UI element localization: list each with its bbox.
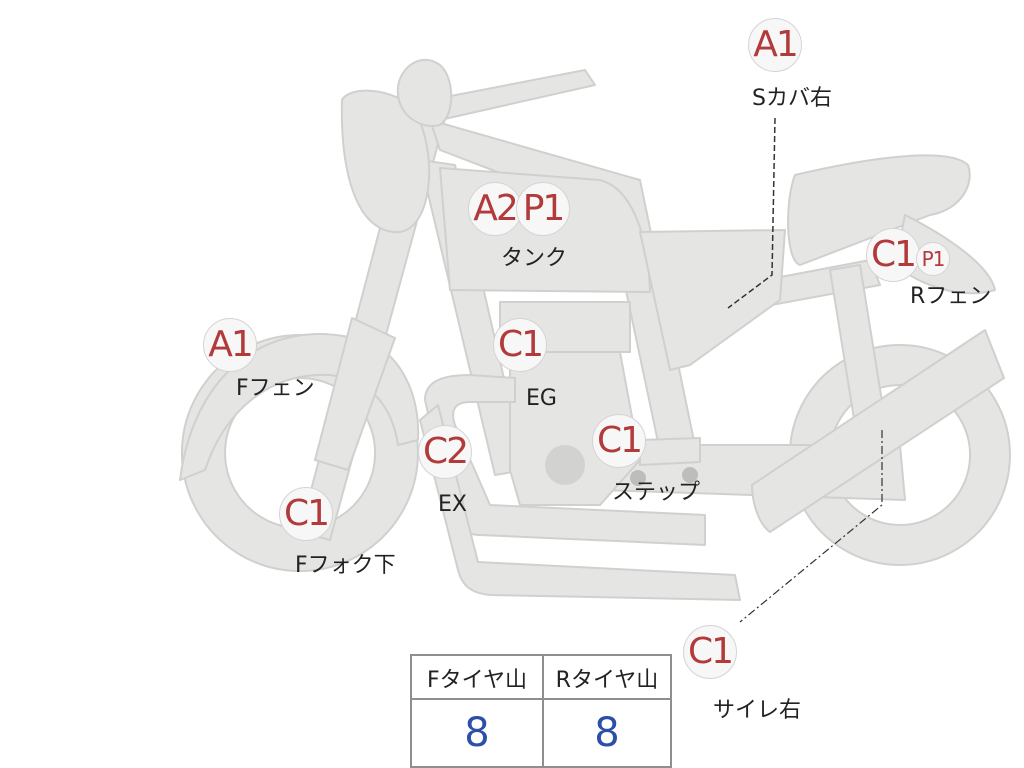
handlebar [429, 69, 596, 121]
engine-block [509, 351, 641, 506]
marker-step: C1 [592, 414, 646, 468]
footpeg [630, 470, 646, 486]
seat [787, 154, 971, 266]
marker-engine: C1 [493, 318, 547, 372]
table-header-row [412, 656, 670, 700]
engine-cover-circle [545, 445, 585, 485]
table-divider [542, 656, 544, 766]
label-silencer: サイレ右 [713, 698, 802, 723]
fork-cover [314, 317, 396, 471]
marker-fork-lower: C1 [279, 487, 333, 541]
side-cover-panel [639, 229, 786, 371]
label-side-cover: Sカバ右 [752, 86, 832, 111]
headlight [340, 89, 431, 234]
label-front-fender: Fフェン [236, 376, 315, 401]
marker-exhaust: C2 [418, 425, 472, 479]
rear-tire-value: 8 [594, 710, 620, 756]
silencer-leader [739, 430, 883, 623]
label-engine: EG [526, 386, 557, 411]
footpeg-right [682, 467, 698, 483]
front-tire-header: Fタイヤ山 [427, 668, 527, 693]
front-tire-value: 8 [464, 710, 490, 756]
marker-rear-fender-c1: C1 [866, 228, 920, 282]
rear-tire-header: Rタイヤ山 [555, 668, 659, 693]
step-bracket [639, 437, 701, 466]
label-rear-fender: Rフェン [910, 284, 992, 309]
marker-rear-fender-p1: P1 [916, 242, 950, 276]
label-step: ステップ [612, 480, 701, 505]
label-exhaust: EX [438, 492, 467, 517]
label-fork-lower: Fフォク下 [295, 553, 396, 578]
marker-side-cover: A1 [748, 18, 802, 72]
tire-tread-table: Fタイヤ山 Rタイヤ山 8 8 [410, 654, 672, 768]
marker-silencer: C1 [683, 625, 737, 679]
label-tank: タンク [501, 246, 568, 271]
exhaust-pipe-lower [419, 404, 741, 601]
marker-tank-a2: A2 [468, 182, 522, 236]
side-cover-leader [727, 117, 776, 309]
meter [396, 58, 453, 127]
muffler [751, 329, 1005, 533]
marker-front-fender: A1 [203, 318, 257, 372]
marker-tank-p1: P1 [516, 182, 570, 236]
